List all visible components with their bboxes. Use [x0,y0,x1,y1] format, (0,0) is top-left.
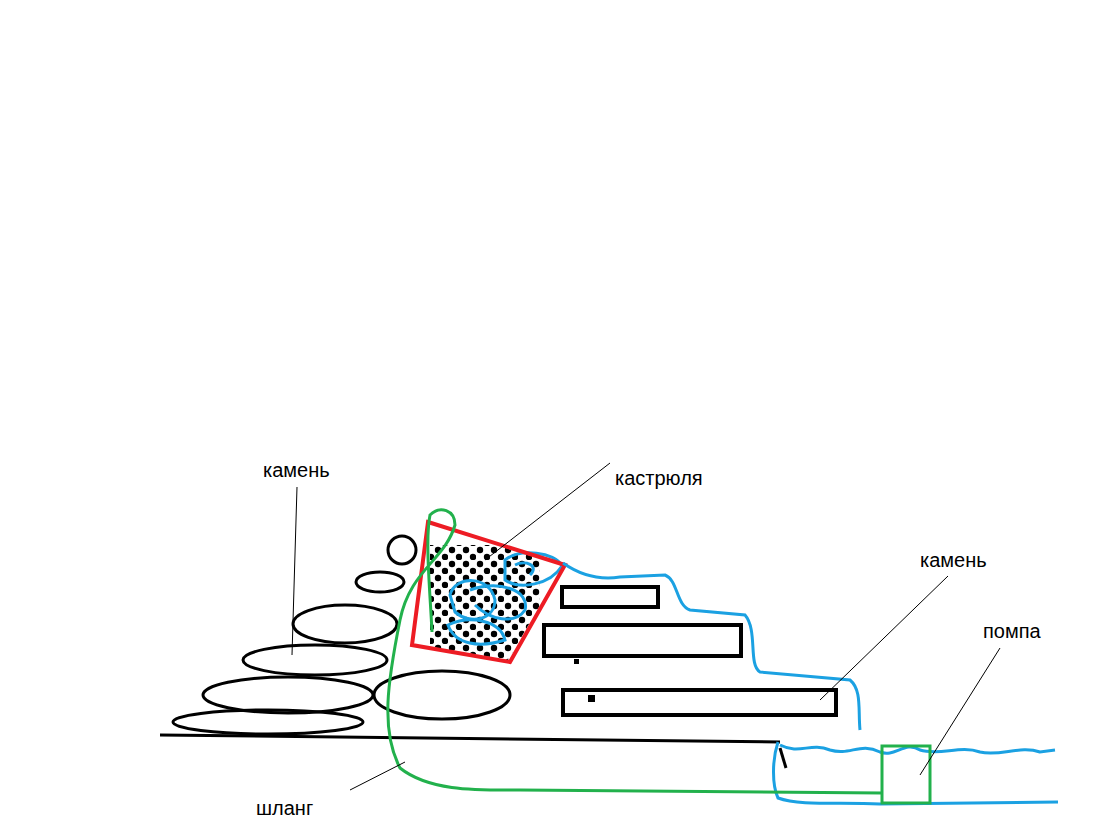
stone-mark [574,659,579,664]
right-stones [544,587,836,715]
part-label: шланг [256,797,313,819]
ground-line [160,735,780,742]
water-stream [563,563,860,730]
part-label: кастрюля [615,467,703,489]
pool-bottom [774,742,1059,804]
part-label: камень [263,459,330,481]
part-label: помпа [983,620,1041,642]
pot-gravel [430,545,540,660]
pump-box [882,746,930,803]
hose [388,510,882,793]
pool-edge [780,748,786,768]
stone-mark [588,695,595,702]
leader-lines [292,463,1000,790]
part-label: камень [920,549,987,571]
